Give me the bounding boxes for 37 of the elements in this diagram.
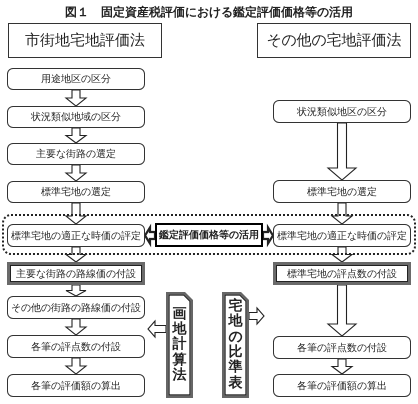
method-tag-box: 宅地の比準表 <box>222 292 249 398</box>
process-box: 各筆の評価額の算出 <box>7 374 145 397</box>
process-box: 用途地区の区分 <box>7 68 145 90</box>
process-box: 主要な街路の路線価の付設 <box>7 262 145 285</box>
block-arrow <box>64 164 88 182</box>
block-arrow <box>64 318 88 336</box>
block-arrow <box>147 320 167 338</box>
dotted-group-frame <box>2 214 416 255</box>
process-box: 各筆の評点数の付設 <box>273 336 411 359</box>
process-box: その他の街路の路線価の付設 <box>7 296 145 319</box>
block-arrow <box>64 202 88 225</box>
block-arrow <box>326 122 358 181</box>
block-arrow <box>65 284 87 297</box>
block-arrow <box>64 357 88 375</box>
method-header-box: その他の宅地評価法 <box>257 23 411 58</box>
method-tag-box: 画地計算法 <box>166 292 193 398</box>
process-box: 各筆の評価額の算出 <box>273 374 411 397</box>
block-arrow <box>330 358 354 375</box>
process-box: 標準宅地の適正な時価の評定 <box>273 224 411 247</box>
process-box: 標準宅地の適正な時価の評定 <box>7 224 145 247</box>
method-header-box: 市街地宅地評価法 <box>8 23 162 58</box>
block-arrow <box>144 224 156 248</box>
block-arrow <box>326 284 358 337</box>
block-arrow <box>330 202 354 225</box>
process-box: 標準宅地の選定 <box>273 180 411 203</box>
highlight-box: 鑑定評価価格等の活用 <box>155 223 263 247</box>
block-arrow <box>64 127 88 144</box>
block-arrow <box>248 306 265 326</box>
block-arrow <box>64 89 88 107</box>
process-box: 各筆の評点数の付設 <box>7 335 145 358</box>
process-box: 状況類似地域の区分 <box>7 106 145 128</box>
process-box: 状況類似地区の区分 <box>273 100 411 123</box>
process-box: 標準宅地の選定 <box>7 181 145 203</box>
diagram-title: 図１ 固定資産税評価における鑑定評価価格等の活用 <box>65 5 353 19</box>
process-box: 主要な街路の選定 <box>7 143 145 165</box>
block-arrow <box>262 224 274 248</box>
process-box: 標準宅地の評点数の付設 <box>273 262 411 285</box>
